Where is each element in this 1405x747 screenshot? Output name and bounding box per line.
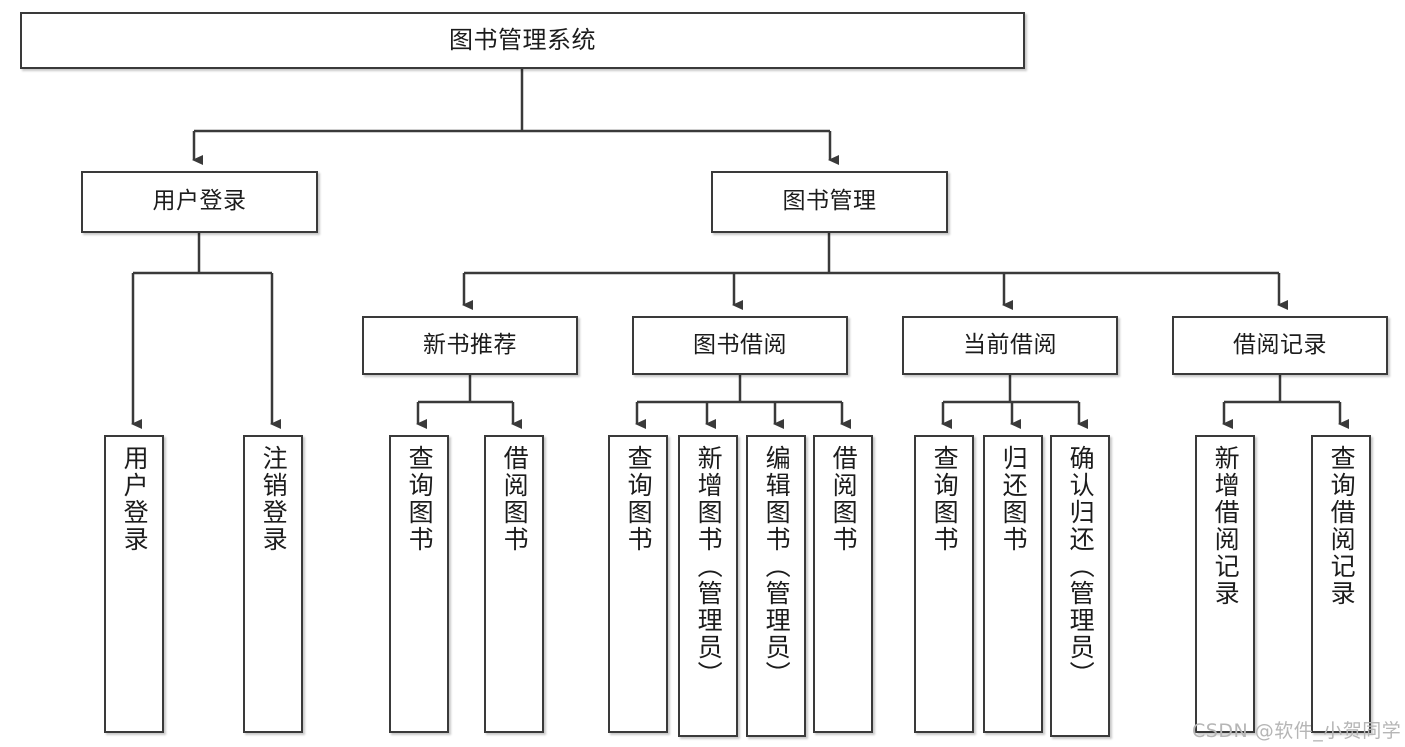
node-leaf-edit-book-admin[interactable]: 编辑图书（管理员） [746,435,806,737]
node-leaf-borrow-book-2[interactable]: 借阅图书 [813,435,873,733]
node-book-borrow[interactable]: 图书借阅 [632,316,848,375]
node-user-login[interactable]: 用户登录 [81,171,318,233]
node-leaf-query-book-1-label: 查询图书 [405,445,435,553]
node-user-login-label: 用户登录 [152,188,247,215]
node-leaf-edit-book-admin-label: 编辑图书（管理员） [762,445,792,688]
node-leaf-query-book-1[interactable]: 查询图书 [389,435,449,733]
node-leaf-add-book-admin[interactable]: 新增图书（管理员） [678,435,738,737]
node-leaf-query-borrow-record-label: 查询借阅记录 [1327,445,1357,607]
node-leaf-query-book-2-label: 查询图书 [624,445,654,553]
node-leaf-query-book-3[interactable]: 查询图书 [914,435,974,733]
node-leaf-add-borrow-record[interactable]: 新增借阅记录 [1195,435,1255,733]
node-leaf-user-logout-label: 注销登录 [259,445,289,553]
node-leaf-return-book-label: 归还图书 [999,445,1029,553]
csdn-watermark: CSDN @软件_小贺同学 [1192,720,1402,742]
node-leaf-user-login[interactable]: 用户登录 [104,435,164,733]
node-leaf-add-book-admin-label: 新增图书（管理员） [694,445,724,688]
node-book-manage-label: 图书管理 [782,188,877,215]
node-leaf-borrow-book-1[interactable]: 借阅图书 [484,435,544,733]
node-leaf-borrow-book-2-label: 借阅图书 [829,445,859,553]
node-leaf-borrow-book-1-label: 借阅图书 [500,445,530,553]
node-leaf-confirm-return-admin-label: 确认归还（管理员） [1066,445,1096,688]
node-leaf-return-book[interactable]: 归还图书 [983,435,1043,733]
node-book-manage[interactable]: 图书管理 [711,171,948,233]
node-leaf-confirm-return-admin[interactable]: 确认归还（管理员） [1050,435,1110,737]
node-leaf-add-borrow-record-label: 新增借阅记录 [1211,445,1241,607]
node-book-borrow-label: 图书借阅 [693,331,787,358]
node-current-borrow[interactable]: 当前借阅 [902,316,1118,375]
node-new-book-recommend-label: 新书推荐 [423,331,517,358]
node-borrow-record-label: 借阅记录 [1233,331,1327,358]
node-borrow-record[interactable]: 借阅记录 [1172,316,1388,375]
node-leaf-user-logout[interactable]: 注销登录 [243,435,303,733]
node-leaf-query-book-2[interactable]: 查询图书 [608,435,668,733]
node-leaf-query-borrow-record[interactable]: 查询借阅记录 [1311,435,1371,733]
node-leaf-query-book-3-label: 查询图书 [930,445,960,553]
node-leaf-user-login-label: 用户登录 [120,445,150,553]
node-root-label: 图书管理系统 [449,26,596,55]
node-root[interactable]: 图书管理系统 [20,12,1025,69]
node-current-borrow-label: 当前借阅 [963,331,1057,358]
node-new-book-recommend[interactable]: 新书推荐 [362,316,578,375]
